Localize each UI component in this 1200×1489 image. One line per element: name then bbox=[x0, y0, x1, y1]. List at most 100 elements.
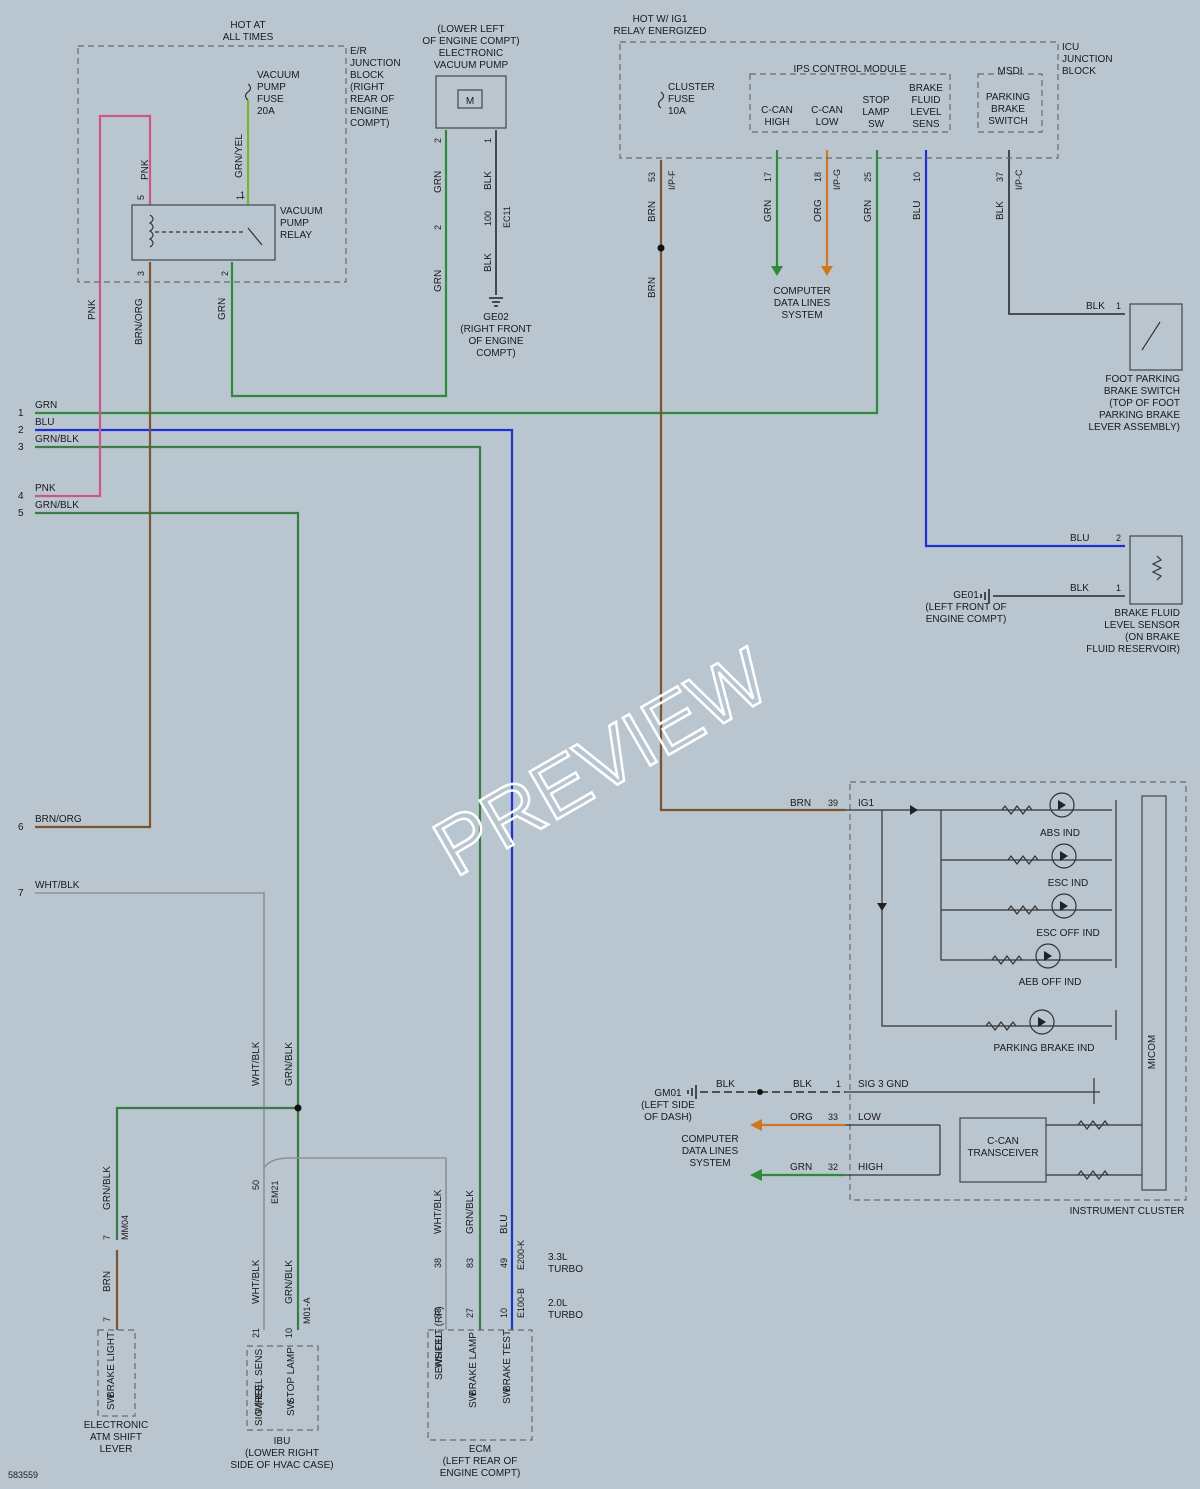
ccan-transceiver-label: TRANSCEIVER bbox=[967, 1148, 1038, 1159]
cluster-fuse-label: FUSE bbox=[668, 94, 695, 105]
ground-symbols bbox=[489, 297, 990, 1099]
pin-number: 2 bbox=[433, 225, 443, 230]
bus-wire-brn-org bbox=[35, 262, 152, 829]
ibu-box bbox=[246, 1345, 319, 1431]
arrow-down-icon bbox=[821, 266, 833, 276]
blk-wire-label: BLK bbox=[995, 201, 1006, 220]
ibu-pin-wheel-sens: WHEEL SENS bbox=[254, 1348, 265, 1414]
foot-parking-label: LEVER ASSEMBLY) bbox=[1088, 422, 1180, 433]
led-icon bbox=[1051, 893, 1077, 919]
pin-number: 21 bbox=[251, 1328, 261, 1338]
er-junction-label: JUNCTION bbox=[350, 58, 401, 69]
ecm-label: ECM bbox=[469, 1444, 491, 1455]
pin-number: 2 bbox=[220, 271, 230, 276]
arrow-left-icon bbox=[750, 1119, 762, 1131]
pin-number: 27 bbox=[465, 1308, 475, 1318]
er-junction-label: (RIGHT bbox=[350, 82, 384, 93]
bus-line-wire-label: GRN/BLK bbox=[35, 434, 79, 445]
cdl-top-label: COMPUTER bbox=[773, 286, 830, 297]
bus-wire-grn bbox=[35, 150, 879, 415]
aeb-off-ind-label: AEB OFF IND bbox=[1019, 977, 1082, 988]
ibu-pin-stop-lamp: STOP LAMP bbox=[286, 1347, 297, 1404]
wht-blk-wire-label: WHT/BLK bbox=[251, 1041, 262, 1086]
ge02-label: (RIGHT FRONT bbox=[460, 324, 531, 335]
bus-wire-wht-blk bbox=[35, 892, 265, 1330]
wht-blk-wire-label: WHT/BLK bbox=[433, 1189, 444, 1234]
grn-blk-wire-label: GRN/BLK bbox=[102, 1166, 113, 1210]
ge02-label: COMPT) bbox=[476, 348, 515, 359]
grn-blk-wire-label: GRN/BLK bbox=[284, 1260, 295, 1304]
ground-icon bbox=[980, 589, 990, 603]
brn-wire-label: BRN bbox=[102, 1271, 113, 1292]
pin-number: 1 bbox=[483, 138, 493, 143]
bus-wire-pnk bbox=[35, 114, 152, 498]
pin-number: 5 bbox=[136, 195, 146, 200]
ecm-pin-brake-lamp: SW bbox=[468, 1391, 479, 1408]
led-icon bbox=[1029, 1009, 1055, 1035]
vacuum-fuse-label: VACUUM bbox=[257, 70, 300, 81]
diode-icon bbox=[1058, 800, 1066, 810]
fuse-icon bbox=[657, 91, 665, 109]
connector-id: M01-A bbox=[302, 1297, 312, 1324]
ge01-label: (LEFT FRONT OF bbox=[925, 602, 1006, 613]
blu-wire-label: BLU bbox=[912, 201, 923, 220]
pin-number: 33 bbox=[828, 1112, 838, 1122]
instrument-cluster-box bbox=[849, 781, 1187, 1201]
er-junction-label: BLOCK bbox=[350, 70, 384, 81]
vacuum-fuse-label: PUMP bbox=[257, 82, 286, 93]
connector-id: MM04 bbox=[120, 1215, 130, 1240]
vacuum-pump-box bbox=[435, 75, 507, 129]
ips-pin-ccan-low: C-CAN bbox=[811, 105, 843, 116]
ccan-transceiver-label: C-CAN bbox=[987, 1136, 1019, 1147]
pin-number: 25 bbox=[863, 172, 873, 182]
wht-blk-wire-label: WHT/BLK bbox=[251, 1259, 262, 1304]
atm-lever-label: LEVER bbox=[100, 1444, 133, 1455]
instrument-cluster-label: INSTRUMENT CLUSTER bbox=[1070, 1206, 1185, 1217]
pin-number: 1 bbox=[240, 190, 245, 200]
ecm-box bbox=[427, 1329, 533, 1441]
cdl-top-label: SYSTEM bbox=[781, 310, 822, 321]
atm-pin-label: SW bbox=[106, 1393, 117, 1410]
ground-icon bbox=[687, 1085, 697, 1099]
er-junction-label: E/R bbox=[350, 46, 367, 57]
icu-label: ICU bbox=[1062, 42, 1079, 53]
atm-lever-label: ELECTRONIC bbox=[84, 1420, 148, 1431]
atm-lever-box bbox=[97, 1329, 136, 1417]
bus-line-number: 4 bbox=[18, 491, 24, 502]
pin-number: 18 bbox=[813, 172, 823, 182]
wire-brn-cluster bbox=[659, 160, 845, 812]
connector-id: I/P-G bbox=[832, 169, 842, 190]
pin-number: 37 bbox=[995, 172, 1005, 182]
ig1-label: IG1 bbox=[858, 798, 875, 809]
ge01-label: GE01 bbox=[953, 590, 979, 601]
resistor-icon bbox=[1007, 855, 1039, 865]
esc-ind-label: ESC IND bbox=[1048, 878, 1089, 889]
er-junction-box bbox=[77, 45, 347, 283]
brn-wire-label: BRN bbox=[647, 201, 658, 222]
pin-number: 10 bbox=[912, 172, 922, 182]
led-icon bbox=[1035, 943, 1061, 969]
parking-switch-label: SWITCH bbox=[988, 116, 1027, 127]
pin-number: 2 bbox=[433, 138, 443, 143]
micom-box bbox=[1141, 795, 1167, 1191]
pin-number: 2 bbox=[1116, 533, 1121, 543]
grn-blk-wire-label: GRN/BLK bbox=[465, 1190, 476, 1234]
brake-fluid-sensor-label: (ON BRAKE bbox=[1125, 632, 1180, 643]
brn-org-wire-label: BRN/ORG bbox=[134, 298, 145, 345]
vacuum-fuse-label: FUSE bbox=[257, 94, 284, 105]
cdl-bottom-label: DATA LINES bbox=[682, 1146, 739, 1157]
gm01-label: OF DASH) bbox=[644, 1112, 692, 1123]
atm-pin-label: BRAKE LIGHT bbox=[106, 1332, 117, 1398]
wire-blu-brake-fluid bbox=[924, 150, 1125, 548]
splice-dot bbox=[294, 1104, 302, 1112]
blk-wire-label: BLK bbox=[793, 1079, 812, 1090]
er-junction-label: REAR OF bbox=[350, 94, 394, 105]
ecm-pin-wheel-sens: SENS OUT (RF) bbox=[434, 1306, 445, 1380]
diode-icon bbox=[1060, 901, 1068, 911]
ge01-label: ENGINE COMPT) bbox=[926, 614, 1007, 625]
ecm-label: ENGINE COMPT) bbox=[440, 1468, 521, 1479]
parking-switch-icon bbox=[1141, 321, 1161, 351]
relay-switch-icon bbox=[247, 227, 263, 246]
diodes bbox=[877, 800, 1068, 1027]
